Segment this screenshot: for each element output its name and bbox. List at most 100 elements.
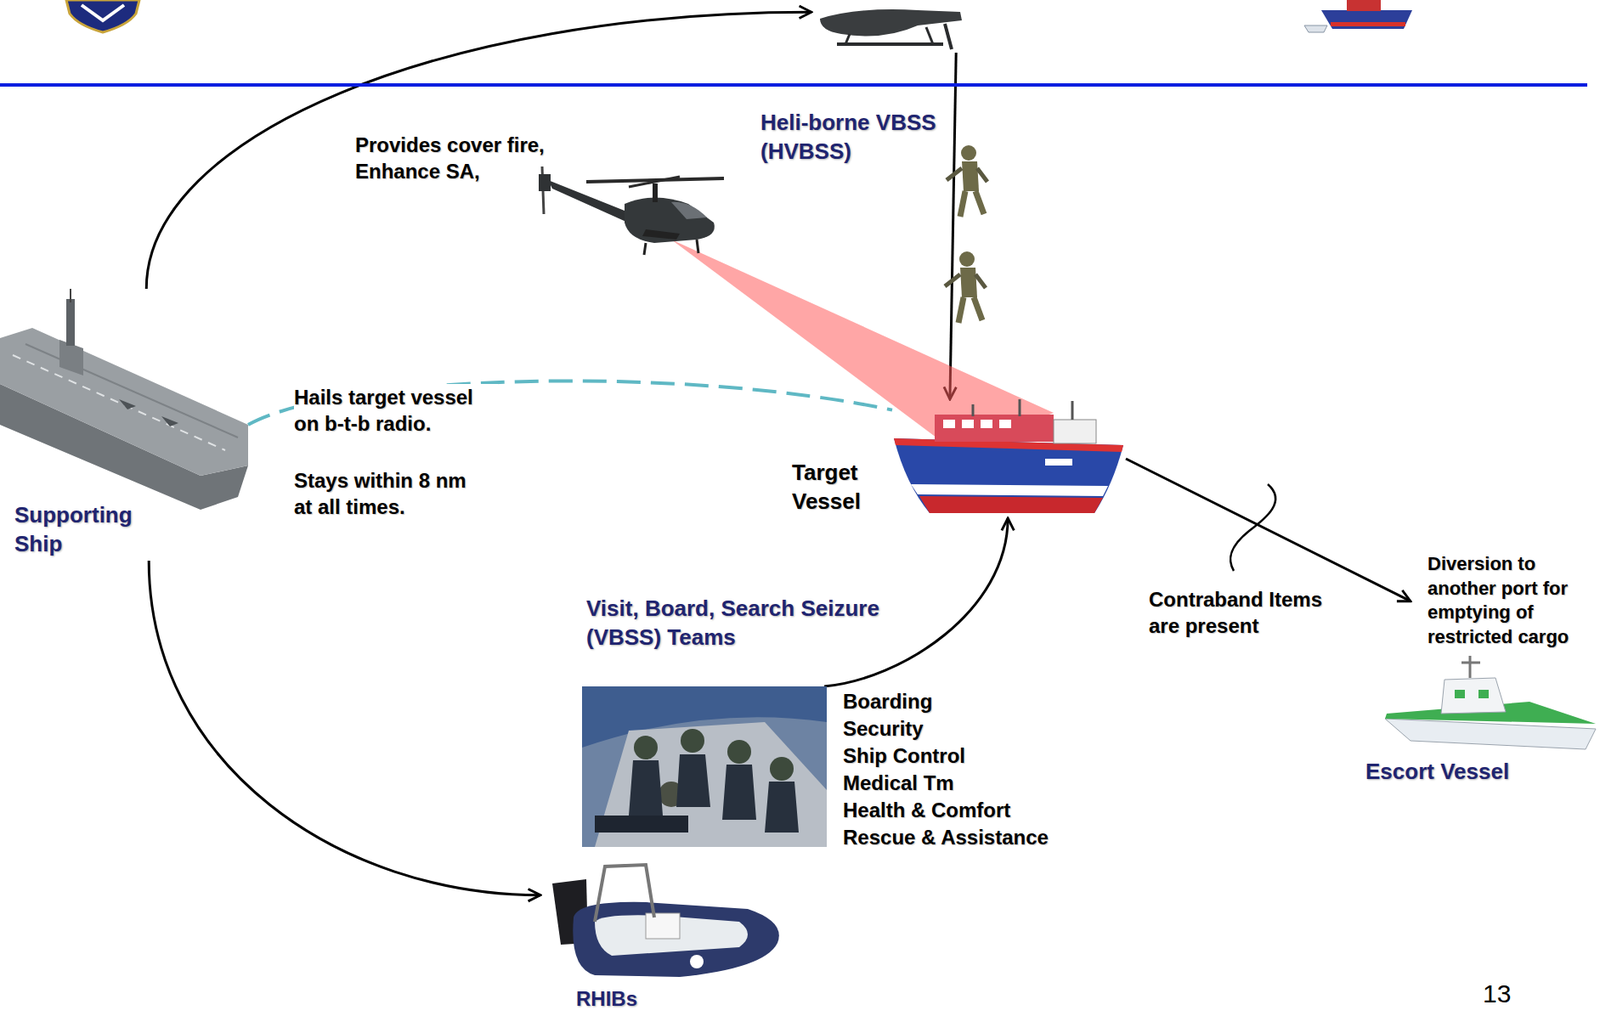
rhib-label: RHIBs [576,985,638,1013]
attack-helicopter [644,239,699,255]
connector-arrow [146,11,812,289]
rhib-boat [572,902,780,978]
soldier [946,168,988,182]
helicopter [819,9,962,36]
connector-arrow [1125,458,1411,602]
callout-text: Provides cover fire, Enhance SA, [355,131,553,185]
team-role: Ship Control [842,742,966,769]
attack-helicopter [538,166,724,255]
header-rule [0,83,1588,87]
team-role: Security [842,715,924,742]
rhib-boat [594,865,655,922]
team-role: Health & Comfort [842,797,1011,824]
soldier [961,145,977,161]
target-vessel [1053,419,1097,444]
ship-label: Supporting Ship [14,501,151,560]
aircraft-carrier [69,288,72,303]
logo-shield [66,0,140,33]
boarding-team-photo [594,722,827,848]
escort-label: Escort Vessel [1365,757,1510,787]
bracket-leader [1230,484,1276,572]
ship-icon [1330,22,1406,27]
rhib-boat [689,955,704,969]
soldier [958,297,983,323]
boarding-team-photo [727,740,752,764]
attack-helicopter [652,183,658,203]
attack-helicopter [548,180,636,227]
target-vessel: Target Vessel [892,399,1126,519]
aircraft-carrier [118,399,179,427]
note-text: Contraband Items are present [1148,586,1332,639]
boarding-team-photo [594,815,689,833]
boarding-team-photo [582,686,827,848]
rhib-boat [645,913,680,939]
ship-icon [1304,25,1328,33]
cover-helicopter: Provides cover fire, Enhance SA, [535,165,727,268]
link-label: Hails target vessel on b-t-b radio. [293,384,498,437]
team-label: Visit, Board, Search Seizure (VBSS) Team… [586,594,918,653]
connector-arrow [148,560,541,896]
page-number: 13 [1482,977,1511,1011]
escort-vessel [1385,718,1596,750]
helicopter [944,23,952,50]
aircraft-carrier [0,288,249,510]
soldier [960,267,978,298]
soldier [960,191,984,217]
vessel-label: Target Vessel [791,458,886,517]
attack-helicopter [642,229,680,240]
aircraft-carrier [12,355,226,451]
aircraft-carrier [66,299,75,346]
soldier [944,274,986,289]
target-vessel [972,399,1073,420]
boarding-team-photo [582,686,827,848]
attack-helicopter [628,176,680,187]
logo-shield [66,0,140,33]
target-vessel [893,399,1124,514]
boarding-team-photo [680,729,705,753]
note-text: Stays within 8 nm at all times. [293,467,477,521]
target-vessel [943,419,956,429]
targeting-beam [671,239,1054,451]
connector-arrow [949,52,956,400]
logo-shield [81,5,125,21]
rhib: RHIBs [540,858,787,1013]
supporting-ship: Supporting Ship [0,288,249,561]
attack-helicopter [671,202,707,220]
ship-icon [1304,0,1413,33]
target-vessel [999,419,1012,429]
vbss-team: Visit, Board, Search Seizure (VBSS) Team… [582,686,827,848]
hvbss-helicopter: Heli-borne VBSS (HVBSS) [811,0,969,53]
team-role: Rescue & Assistance [842,824,1049,851]
aircraft-carrier [25,344,238,438]
escort-vessel [1441,678,1506,714]
soldier [946,145,988,217]
diversion-note: Diversion to another port for emptying o… [1427,552,1598,650]
target-vessel [893,438,1124,514]
escort-vessel [1454,689,1465,699]
target-vessel [961,419,974,429]
ship-icon [1321,10,1413,29]
ship-icon [1346,0,1381,12]
escort: Diversion to another port for emptying o… [1410,548,1594,791]
aircraft-carrier [0,327,249,476]
soldier [944,251,986,323]
helicopter [836,42,944,46]
rhib-boat [552,865,780,978]
escort-vessel [1461,655,1481,679]
target-vessel [919,496,1103,514]
helicopter [819,9,962,50]
target-vessel [910,484,1109,497]
escort-vessel [1478,689,1489,699]
team-role: Boarding [842,688,933,715]
target-vessel [934,414,1054,442]
attack-helicopter [624,197,715,244]
helicopter [845,27,933,45]
helicopter-label: Heli-borne VBSS (HVBSS) [760,108,948,167]
attack-helicopter [538,174,551,192]
boarding-team-photo [633,735,658,760]
escort-vessel [1385,655,1596,750]
soldier [961,161,979,192]
target-vessel [1045,458,1073,466]
target-vessel [980,419,993,429]
